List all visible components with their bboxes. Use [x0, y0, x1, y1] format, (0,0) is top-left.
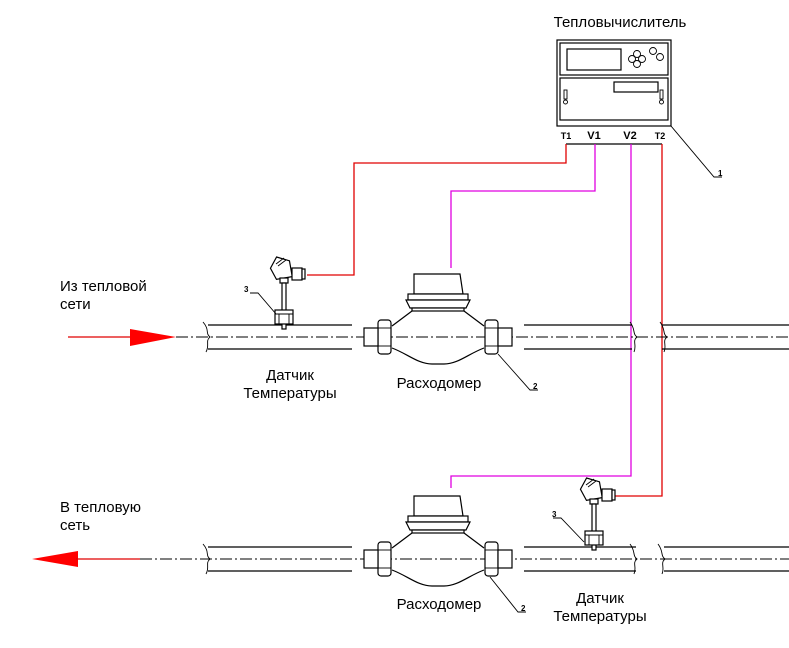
wire-v2	[450, 144, 632, 488]
return-label-line1: В тепловую	[60, 499, 141, 516]
callout-leader-1	[670, 125, 722, 178]
supply-meter-callout: 2	[533, 382, 538, 391]
supply-flow-arrow-icon	[130, 329, 176, 346]
return-label-line2: сеть	[60, 517, 90, 534]
heat-calculator	[556, 39, 672, 127]
terminal-t2: T2	[655, 131, 666, 141]
supply-flow-meter	[363, 273, 513, 365]
supply-label-line1: Из тепловой	[60, 278, 147, 295]
return-temperature-sensor	[578, 475, 616, 551]
return-sensor-label-line2: Температуры	[553, 608, 646, 625]
calculator-buttons	[628, 47, 664, 68]
return-sensor-label-line1: Датчик	[576, 590, 624, 607]
return-flow-arrow-icon	[32, 551, 78, 567]
callout-leader-3	[250, 292, 277, 315]
callout-leader-2-return	[489, 576, 526, 613]
supply-label-line2: сети	[60, 296, 91, 313]
return-flow-meter	[363, 495, 513, 587]
wire-t2	[615, 144, 663, 497]
wire-v1	[450, 144, 596, 268]
calculator-title: Тепловычислитель	[554, 14, 687, 31]
wire-t1	[307, 144, 567, 276]
supply-sensor-label-line2: Температуры	[243, 385, 336, 402]
calculator-display	[566, 48, 622, 71]
return-meter-callout: 2	[521, 604, 526, 613]
supply-sensor-callout: 3	[244, 285, 249, 294]
terminal-v2: V2	[623, 130, 636, 142]
terminal-t1: T1	[561, 131, 572, 141]
callout-leader-2	[497, 353, 538, 391]
callout-1: 1	[718, 169, 723, 178]
supply-meter-label: Расходомер	[397, 375, 482, 392]
supply-sensor-label-line1: Датчик	[266, 367, 314, 384]
callout-leader-3-return	[553, 517, 585, 543]
supply-temperature-sensor	[268, 254, 306, 330]
terminal-v1: V1	[587, 130, 600, 142]
return-meter-label: Расходомер	[397, 596, 482, 613]
supply-pipe	[176, 321, 789, 353]
return-sensor-callout: 3	[552, 510, 557, 519]
return-pipe	[140, 543, 789, 575]
